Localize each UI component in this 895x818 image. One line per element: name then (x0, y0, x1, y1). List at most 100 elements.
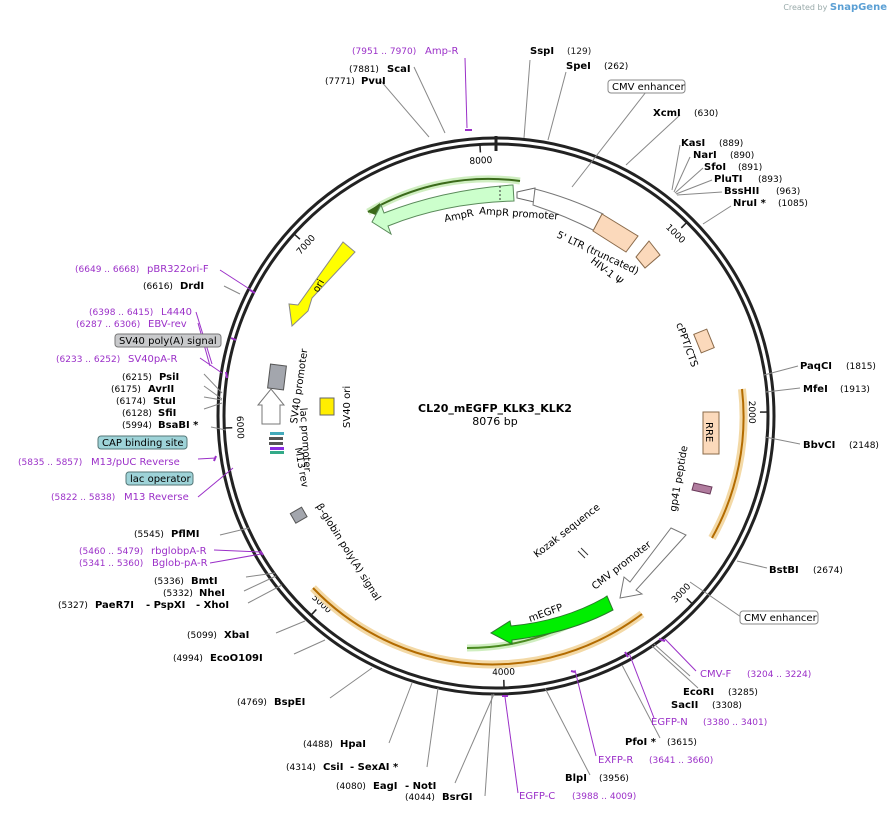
lac-promoter-feature[interactable] (258, 389, 284, 424)
primer-l4440[interactable]: (6398 .. 6415)L4440 (89, 307, 192, 318)
primer-egfpn[interactable]: EGFP-N(3380 .. 3401) (651, 717, 767, 728)
site-paer7[interactable]: (5327)PaeR7I- PspXI- XhoI (58, 600, 229, 611)
site-pvu[interactable]: (7771)PvuI (325, 76, 386, 87)
site-bbvc-pos: (2148) (849, 441, 879, 451)
site-drd[interactable]: (6616)DrdI (143, 281, 204, 292)
megfp-feature[interactable] (491, 596, 613, 644)
site-bsab[interactable]: (5994)BsaBI * (122, 420, 199, 431)
site-bmt[interactable]: (5336)BmtI (154, 576, 218, 587)
site-bstb[interactable]: BstBI(2674) (769, 565, 843, 576)
sv40-polya-label: SV40 poly(A) signal (119, 336, 217, 347)
site-ecori-pos: (3285) (728, 688, 758, 698)
site-pspxi-name[interactable]: - PspXI (146, 600, 185, 611)
site-pfo[interactable]: PfoI *(3615) (625, 737, 697, 748)
lac-operator-box[interactable]: lac operator (126, 472, 193, 485)
primer-exfpr[interactable]: EXFP-R(3641 .. 3660) (598, 755, 713, 766)
cap-binding-box[interactable]: CAP binding site (98, 436, 187, 449)
gp41-feature[interactable] (692, 483, 712, 494)
site-sfo[interactable]: SfoI(891) (704, 162, 762, 173)
cppt-feature[interactable] (694, 329, 714, 353)
site-nru[interactable]: NruI *(1085) (733, 198, 808, 209)
m13-mark-1 (269, 437, 283, 440)
primer-bglob[interactable]: (5341 .. 5360)Bglob-pA-R (79, 558, 208, 569)
site-psi[interactable]: (6215)PsiI (122, 372, 179, 383)
site-avr-pos: (6175) (111, 385, 141, 395)
primer-pbr-pos: (6649 .. 6668) (75, 265, 139, 275)
ltr-feature[interactable] (593, 214, 638, 252)
site-xcm[interactable]: XcmI(630) (653, 108, 718, 119)
cmv-enhancer-top-box[interactable]: CMV enhancer (608, 80, 686, 93)
site-ssp[interactable]: SspI(129) (530, 46, 591, 57)
sv40-polya-box[interactable]: SV40 poly(A) signal (115, 334, 221, 347)
site-bbvc[interactable]: BbvCI(2148) (803, 440, 879, 451)
site-kas[interactable]: KasI(889) (681, 138, 743, 149)
site-spe-pos: (262) (604, 62, 628, 72)
site-bsrg[interactable]: (4044)BsrGI (405, 792, 472, 803)
primer-rbglob-pos: (5460 .. 5479) (79, 547, 143, 557)
site-paer7-pos: (5327) (58, 601, 88, 611)
site-sacii[interactable]: SacII(3308) (671, 700, 742, 711)
tick-mark (294, 234, 300, 239)
primer-bglob-pos: (5341 .. 5360) (79, 559, 143, 569)
hiv-psi-feature[interactable] (636, 241, 660, 268)
bglobin-feature[interactable] (290, 507, 307, 523)
site-stu[interactable]: (6174) StuI (116, 396, 176, 407)
sv40-ori-feature[interactable] (320, 398, 334, 415)
primer-egfpc[interactable]: EGFP-C(3988 .. 4009) (519, 791, 636, 802)
primer-ebv[interactable]: (6287 .. 6306)EBV-rev (76, 319, 187, 330)
site-nar[interactable]: NarI(890) (693, 150, 754, 161)
site-sfi[interactable]: (6128)SfiI (122, 408, 176, 419)
primer-ampr-name: Amp-R (425, 46, 459, 57)
primer-egfpn-pos: (3380 .. 3401) (703, 718, 767, 728)
primer-ampr[interactable]: (7951 .. 7970) Amp-R (352, 46, 459, 57)
site-spe[interactable]: SpeI(262) (566, 61, 628, 72)
site-xhoi-name[interactable]: - XhoI (196, 600, 229, 611)
primer-pbr[interactable]: (6649 .. 6668)pBR322ori-F (75, 264, 209, 275)
primer-sv40pa[interactable]: (6233 .. 6252)SV40pA-R (56, 354, 177, 365)
site-avr[interactable]: (6175)AvrII (111, 384, 174, 395)
site-not-name[interactable]: - NotI (405, 781, 436, 792)
site-sexai-name[interactable]: - SexAI * (350, 762, 399, 773)
cmv-enhancer-bottom-box[interactable]: CMV enhancer (740, 611, 818, 624)
site-paqc[interactable]: PaqCI(1815) (800, 361, 876, 372)
primer-m13rev[interactable]: (5822 .. 5838)M13 Reverse (51, 492, 189, 503)
site-mfe-name: MfeI (803, 384, 828, 395)
site-xba[interactable]: (5099)XbaI (187, 630, 249, 641)
site-hpa[interactable]: (4488)HpaI (303, 739, 366, 750)
primer-ampr-pos: (7951 .. 7970) (352, 47, 416, 57)
site-bsrg-name: BsrGI (442, 792, 472, 803)
orange-arc-right[interactable] (712, 389, 744, 538)
site-mfe-pos: (1913) (840, 385, 870, 395)
site-mfe[interactable]: MfeI (1913) (803, 384, 870, 395)
site-stu-pos: (6174) (116, 397, 146, 407)
site-kas-pos: (889) (719, 139, 743, 149)
primer-m13puc[interactable]: (5835 .. 5857)M13/pUC Reverse (18, 457, 180, 468)
site-ecori[interactable]: EcoRI(3285) (683, 687, 758, 698)
site-csi[interactable]: (4314)CsiI- SexAI * (286, 762, 399, 773)
site-blp[interactable]: BlpI(3956) (565, 773, 629, 784)
site-pflm[interactable]: (5545)PflMI (134, 529, 199, 540)
site-bsshii[interactable]: BssHII(963) (724, 186, 800, 197)
primer-rbglob[interactable]: (5460 .. 5479)rbglobpA-R (79, 546, 207, 557)
site-nru-name: NruI * (733, 198, 767, 209)
credit: Created by SnapGene (783, 2, 887, 13)
created-by-text: Created by (783, 3, 827, 12)
sv40-promoter-feature[interactable] (268, 364, 287, 390)
site-pfo-pos: (3615) (667, 738, 697, 748)
site-eag[interactable]: (4080)EagI- NotI (336, 781, 436, 792)
tick-mark (687, 598, 693, 604)
snapgene-logo[interactable]: SnapGene (830, 2, 887, 13)
m13-mark-2 (269, 442, 283, 445)
site-eco109[interactable]: (4994)EcoO109I (173, 653, 263, 664)
site-sca-pos: (7881) (349, 65, 379, 75)
site-sca[interactable]: (7881)ScaI (349, 64, 411, 75)
ampr-promoter-feature[interactable] (517, 188, 535, 202)
site-stu-name: StuI (153, 396, 176, 407)
site-plu[interactable]: PluTI(893) (714, 174, 782, 185)
site-bspe[interactable]: (4769)BspEI (237, 697, 305, 708)
site-bsshii-name: BssHII (724, 186, 759, 197)
primer-cmvf[interactable]: CMV-F(3204 .. 3224) (700, 669, 811, 680)
site-nhe[interactable]: (5332)NheI (163, 588, 225, 599)
plasmid-length: 8076 bp (472, 415, 517, 428)
